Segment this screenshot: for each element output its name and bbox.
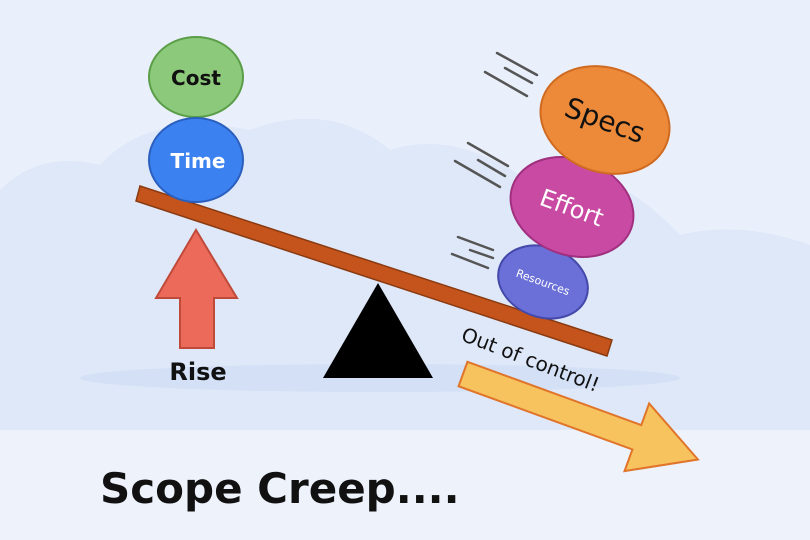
cost-label: Cost [171, 66, 221, 90]
rise-arrow-icon [154, 228, 239, 349]
time-bubble: Time [148, 117, 244, 203]
resources-bubble: Resources [497, 244, 589, 320]
rise-label: Rise [169, 358, 226, 386]
seesaw-beam [135, 185, 613, 357]
page-title: Scope Creep.... [100, 464, 460, 513]
cost-bubble: Cost [148, 36, 244, 118]
specs-bubble: Specs [539, 65, 671, 175]
out-of-control-arrow-icon [457, 360, 700, 473]
time-label: Time [171, 149, 226, 173]
fulcrum-triangle [323, 283, 433, 378]
effort-bubble: Effort [509, 156, 635, 258]
speed-lines-icon [450, 51, 539, 270]
